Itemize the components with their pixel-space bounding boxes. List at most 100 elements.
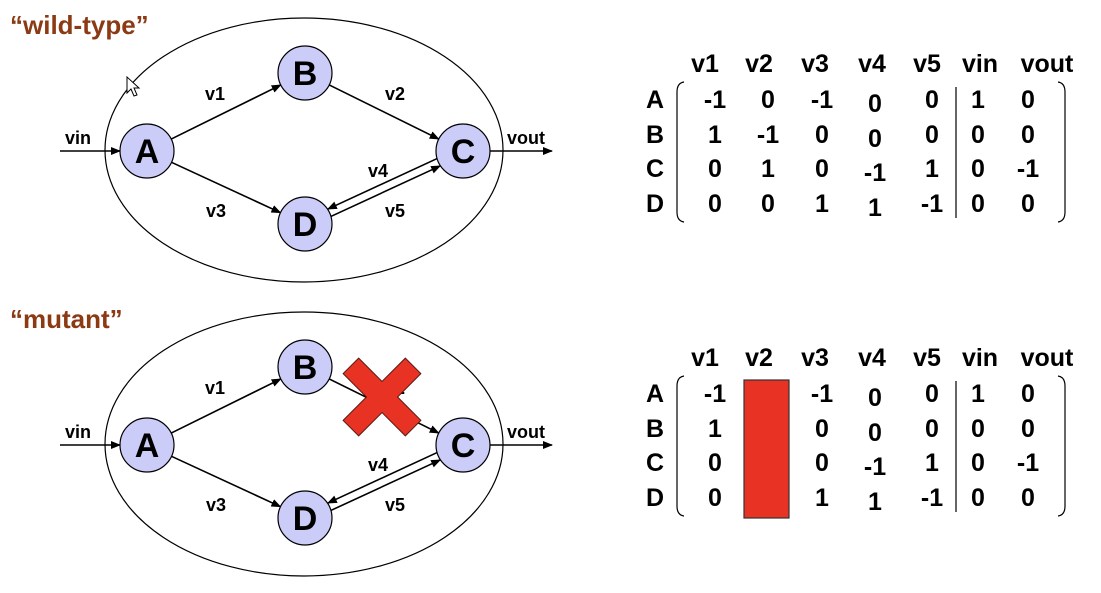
edge-label-v3: v3 bbox=[206, 201, 226, 221]
matrix-cell: 0 bbox=[925, 415, 939, 443]
edge-label-vin: vin bbox=[65, 128, 91, 148]
matrix-column-header-v4: v4 bbox=[858, 50, 886, 78]
matrix-column-header-vout: vout bbox=[1021, 50, 1074, 78]
matrix-cell: 0 bbox=[925, 121, 939, 149]
edge-v5 bbox=[330, 165, 442, 218]
edge-v5 bbox=[330, 459, 442, 512]
edge-label-v1: v1 bbox=[205, 84, 225, 104]
matrix-cell: 0 bbox=[761, 86, 775, 114]
matrix-cell: 0 bbox=[708, 155, 722, 183]
node-D bbox=[277, 490, 333, 546]
node-C bbox=[435, 123, 491, 179]
matrix-cell: -1 bbox=[811, 380, 833, 408]
matrix-cell: 0 bbox=[971, 449, 985, 477]
matrix-cell: 0 bbox=[1021, 121, 1035, 149]
matrix-cell: 0 bbox=[925, 380, 939, 408]
matrix-cell: 0 bbox=[815, 449, 829, 477]
matrix-cell: 0 bbox=[815, 155, 829, 183]
matrix-cell: 1 bbox=[971, 86, 985, 114]
matrix-cell: 0 bbox=[708, 484, 722, 512]
matrix-left-bracket bbox=[676, 81, 685, 223]
matrix-cell: 0 bbox=[1021, 415, 1035, 443]
matrix-column-header-vin: vin bbox=[962, 344, 998, 372]
matrix-row-header-D: D bbox=[646, 484, 664, 512]
node-label-D: D bbox=[293, 500, 318, 538]
matrix-cell: 0 bbox=[815, 415, 829, 443]
matrix-cell: 0 bbox=[1021, 380, 1035, 408]
node-B bbox=[277, 45, 333, 101]
edge-label-v4: v4 bbox=[368, 161, 388, 181]
matrix-column-header-v5: v5 bbox=[913, 50, 941, 78]
edge-v1 bbox=[170, 378, 282, 434]
matrix-cell: 0 bbox=[971, 190, 985, 218]
matrix-cell: 1 bbox=[708, 121, 722, 149]
matrix-cell: 0 bbox=[971, 155, 985, 183]
matrix-column-header-vout: vout bbox=[1021, 344, 1074, 372]
matrix-cell: -1 bbox=[921, 484, 943, 512]
edge-v3 bbox=[171, 161, 282, 214]
edge-v3 bbox=[171, 455, 282, 508]
matrix-cell: -1 bbox=[757, 121, 779, 149]
matrix-cell: 1 bbox=[761, 155, 775, 183]
matrix-cell: 0 bbox=[868, 384, 882, 412]
node-C bbox=[435, 417, 491, 473]
matrix-right-bracket bbox=[1057, 81, 1066, 223]
matrix-row-header-C: C bbox=[646, 449, 664, 477]
edge-label-v5: v5 bbox=[385, 495, 405, 515]
matrix-column-header-v5: v5 bbox=[913, 344, 941, 372]
matrix-cell: 0 bbox=[868, 419, 882, 447]
matrix-left-bracket bbox=[676, 375, 685, 517]
matrix-cell: 0 bbox=[971, 484, 985, 512]
edge-label-vout: vout bbox=[507, 128, 545, 148]
matrix-column-header-vin: vin bbox=[962, 50, 998, 78]
matrix-cell: 1 bbox=[925, 155, 939, 183]
matrix-cell: -1 bbox=[704, 86, 726, 114]
matrix-cell: 0 bbox=[761, 190, 775, 218]
matrix-cell: -1 bbox=[811, 86, 833, 114]
edge-label-v2: v2 bbox=[385, 84, 405, 104]
matrix-cell: 0 bbox=[1021, 190, 1035, 218]
matrix-cell: 1 bbox=[815, 484, 829, 512]
matrix-cell: 0 bbox=[708, 449, 722, 477]
edge-label-v3: v3 bbox=[206, 495, 226, 515]
edge-label-vin: vin bbox=[65, 422, 91, 442]
matrix-column-header-v3: v3 bbox=[801, 344, 829, 372]
node-D bbox=[277, 196, 333, 252]
edge-label-v5: v5 bbox=[385, 201, 405, 221]
matrix-row-header-B: B bbox=[646, 415, 664, 443]
masked-column-v2 bbox=[743, 379, 790, 519]
matrix-cell: 1 bbox=[708, 415, 722, 443]
matrix-column-header-v2: v2 bbox=[745, 50, 773, 78]
matrix-row-header-D: D bbox=[646, 190, 664, 218]
node-A bbox=[119, 123, 175, 179]
matrix-cell: 0 bbox=[868, 90, 882, 118]
matrix-cell: 1 bbox=[925, 449, 939, 477]
node-label-D: D bbox=[293, 206, 318, 244]
panel-mutant: “mutant”vinv1v2v3v4v5voutABCDv1v2v3v4v5v… bbox=[10, 304, 1074, 577]
cell-boundary-ellipse bbox=[104, 17, 504, 283]
matrix-cell: 0 bbox=[971, 415, 985, 443]
edge-v2 bbox=[328, 84, 440, 140]
matrix-cell: 1 bbox=[815, 190, 829, 218]
matrix-cell: -1 bbox=[864, 159, 886, 187]
matrix-cell: 1 bbox=[868, 194, 882, 222]
matrix-cell: -1 bbox=[1017, 155, 1039, 183]
matrix-right-bracket bbox=[1057, 375, 1066, 517]
panel-title: “wild-type” bbox=[10, 10, 149, 40]
matrix-cell: 0 bbox=[971, 121, 985, 149]
edge-label-v4: v4 bbox=[368, 455, 388, 475]
node-label-A: A bbox=[135, 427, 160, 465]
node-label-B: B bbox=[293, 55, 318, 93]
node-label-C: C bbox=[451, 427, 476, 465]
node-B bbox=[277, 339, 333, 395]
edge-label-vout: vout bbox=[507, 422, 545, 442]
node-label-B: B bbox=[293, 349, 318, 387]
node-A bbox=[119, 417, 175, 473]
matrix-cell: -1 bbox=[1017, 449, 1039, 477]
